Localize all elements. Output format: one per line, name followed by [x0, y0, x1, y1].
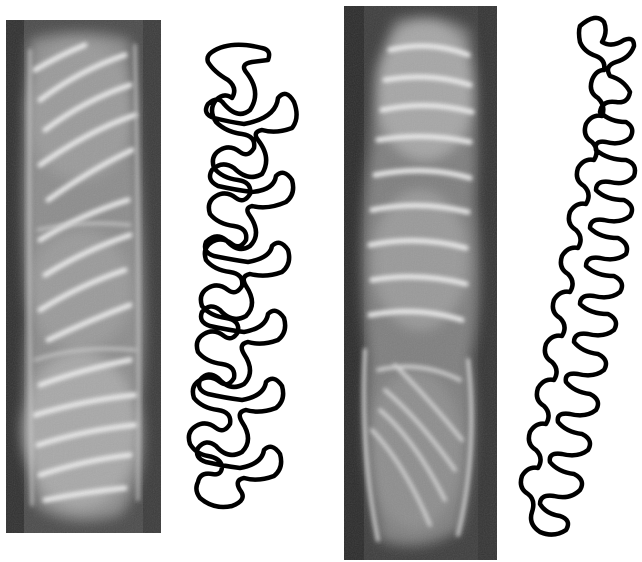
micrograph-panel-2	[344, 6, 497, 560]
micrograph-panel-1	[6, 20, 161, 533]
outline-tracing-panel-1	[189, 45, 297, 507]
outline-tracing-panel-2	[521, 18, 635, 535]
